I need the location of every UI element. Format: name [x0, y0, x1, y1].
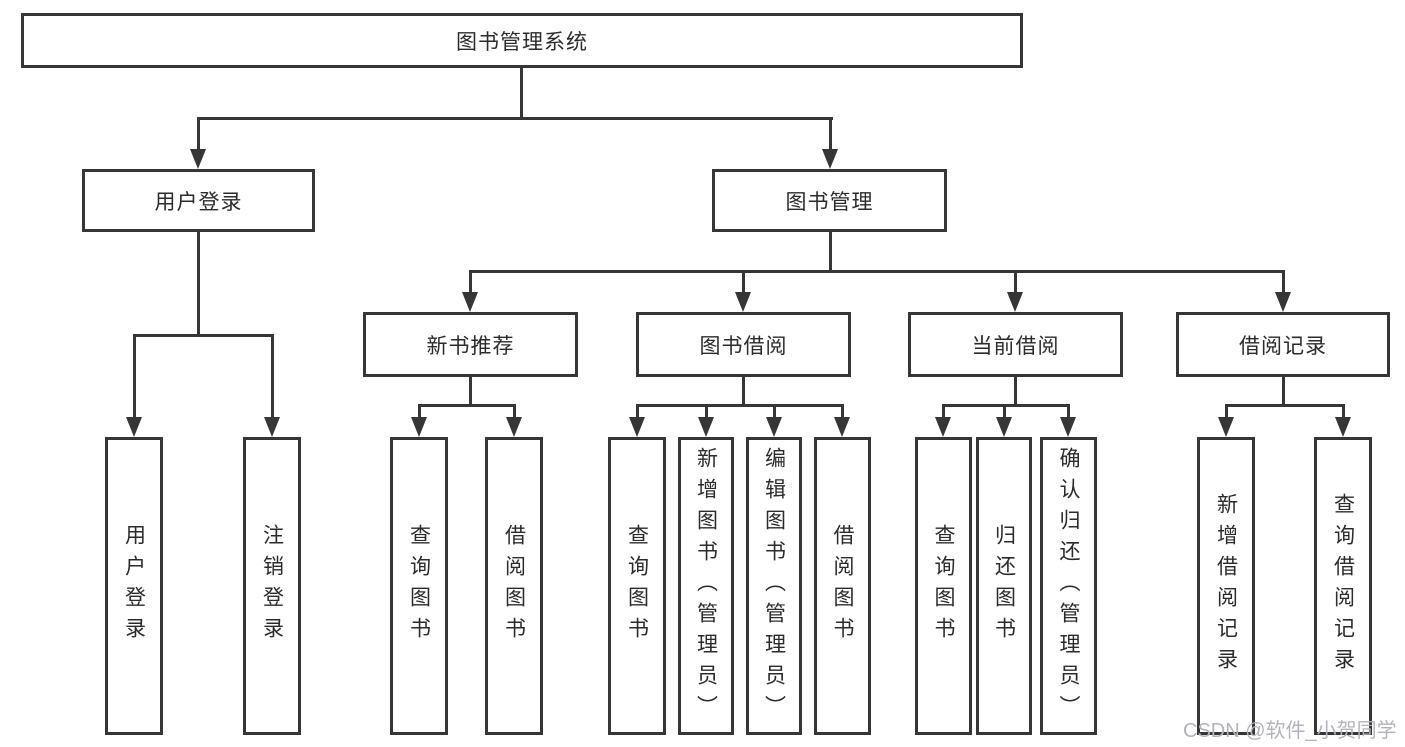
- connector-line: [1225, 404, 1345, 407]
- node-borrow-records-label: 借阅记录: [1239, 334, 1327, 358]
- leaf-records-add-label: 新增借阅记录: [1214, 493, 1238, 679]
- arrowhead-icon: [698, 417, 714, 437]
- arrowhead-icon: [462, 292, 478, 312]
- arrowhead-icon: [834, 417, 850, 437]
- leaf-borrow-edit-admin-label: 编辑图书（管理员）: [762, 446, 786, 726]
- connector-line: [197, 232, 200, 336]
- leaf-newbooks-query-label: 查询图书: [407, 524, 431, 648]
- arrowhead-icon: [996, 417, 1012, 437]
- connector-line: [829, 232, 832, 272]
- arrowhead-icon: [411, 417, 427, 437]
- connector-line: [1014, 270, 1017, 294]
- connector-line: [469, 377, 472, 407]
- node-user-login-label: 用户登录: [154, 190, 243, 214]
- connector-line: [418, 404, 516, 407]
- connector-line: [705, 404, 708, 418]
- arrowhead-icon: [264, 417, 280, 437]
- connector-line: [742, 377, 745, 407]
- leaf-newbooks-query: 查询图书: [390, 437, 448, 735]
- connector-line: [1282, 270, 1285, 294]
- connector-line: [418, 404, 421, 418]
- arrowhead-icon: [190, 149, 206, 169]
- connector-line: [942, 404, 945, 418]
- connector-line: [520, 68, 523, 119]
- connector-line: [773, 404, 776, 418]
- leaf-logout: 注销登录: [243, 437, 301, 735]
- leaf-borrow-borrow-label: 借阅图书: [831, 524, 854, 648]
- node-new-book-recommend-label: 新书推荐: [426, 334, 515, 358]
- connector-line: [271, 334, 274, 418]
- connector-line: [1282, 377, 1285, 407]
- leaf-newbooks-borrow-label: 借阅图书: [502, 524, 526, 648]
- node-new-book-recommend: 新书推荐: [363, 312, 578, 377]
- node-borrow-records: 借阅记录: [1176, 312, 1390, 377]
- leaf-current-return: 归还图书: [976, 437, 1032, 735]
- leaf-borrow-add-admin-label: 新增图书（管理员）: [694, 446, 718, 726]
- leaf-current-confirm-admin-label: 确认归还（管理员）: [1057, 446, 1080, 726]
- arrowhead-icon: [1007, 292, 1023, 312]
- leaf-current-return-label: 归还图书: [992, 524, 1016, 648]
- connector-line: [942, 404, 1070, 407]
- node-current-borrow: 当前借阅: [908, 312, 1123, 377]
- arrowhead-icon: [506, 417, 522, 437]
- leaf-user-login-label: 用户登录: [122, 524, 146, 648]
- connector-line: [197, 117, 200, 151]
- node-current-borrow-label: 当前借阅: [971, 334, 1060, 358]
- arrowhead-icon: [735, 292, 751, 312]
- arrowhead-icon: [766, 417, 782, 437]
- leaf-records-query: 查询借阅记录: [1314, 437, 1372, 735]
- leaf-borrow-borrow: 借阅图书: [814, 437, 871, 735]
- arrowhead-icon: [822, 149, 838, 169]
- connector-line: [197, 117, 833, 120]
- node-book-borrow-label: 图书借阅: [699, 334, 788, 358]
- arrowhead-icon: [1218, 417, 1234, 437]
- leaf-borrow-query-label: 查询图书: [625, 524, 649, 648]
- connector-line: [841, 404, 844, 418]
- connector-line: [133, 334, 274, 337]
- arrowhead-icon: [1335, 417, 1351, 437]
- connector-line: [636, 404, 639, 418]
- leaf-borrow-edit-admin: 编辑图书（管理员）: [746, 437, 802, 735]
- node-book-borrow: 图书借阅: [636, 312, 851, 377]
- leaf-borrow-add-admin: 新增图书（管理员）: [678, 437, 734, 735]
- connector-line: [636, 404, 844, 407]
- leaf-records-query-label: 查询借阅记录: [1331, 493, 1355, 679]
- node-user-login: 用户登录: [82, 169, 315, 232]
- arrowhead-icon: [1275, 292, 1291, 312]
- connector-line: [1225, 404, 1228, 418]
- leaf-newbooks-borrow: 借阅图书: [485, 437, 543, 735]
- leaf-user-login: 用户登录: [105, 437, 163, 735]
- connector-line: [469, 270, 472, 294]
- connector-line: [1342, 404, 1345, 418]
- arrowhead-icon: [126, 417, 142, 437]
- connector-line: [1003, 404, 1006, 418]
- leaf-logout-label: 注销登录: [260, 524, 284, 648]
- watermark-text: CSDN @软件_小贺同学: [1183, 720, 1397, 742]
- arrowhead-icon: [935, 417, 951, 437]
- leaf-current-confirm-admin: 确认归还（管理员）: [1040, 437, 1097, 735]
- node-root: 图书管理系统: [21, 13, 1023, 68]
- connector-line: [133, 334, 136, 418]
- connector-line: [469, 270, 1284, 273]
- connector-line: [1067, 404, 1070, 418]
- node-book-management-label: 图书管理: [785, 190, 874, 214]
- leaf-current-query: 查询图书: [915, 437, 972, 735]
- connector-line: [829, 117, 832, 151]
- leaf-records-add: 新增借阅记录: [1197, 437, 1255, 735]
- connector-line: [742, 270, 745, 294]
- leaf-current-query-label: 查询图书: [932, 524, 955, 648]
- connector-line: [1014, 377, 1017, 407]
- node-book-management: 图书管理: [712, 169, 947, 232]
- arrowhead-icon: [629, 417, 645, 437]
- leaf-borrow-query: 查询图书: [608, 437, 666, 735]
- node-root-label: 图书管理系统: [456, 30, 588, 54]
- arrowhead-icon: [1060, 417, 1076, 437]
- connector-line: [513, 404, 516, 418]
